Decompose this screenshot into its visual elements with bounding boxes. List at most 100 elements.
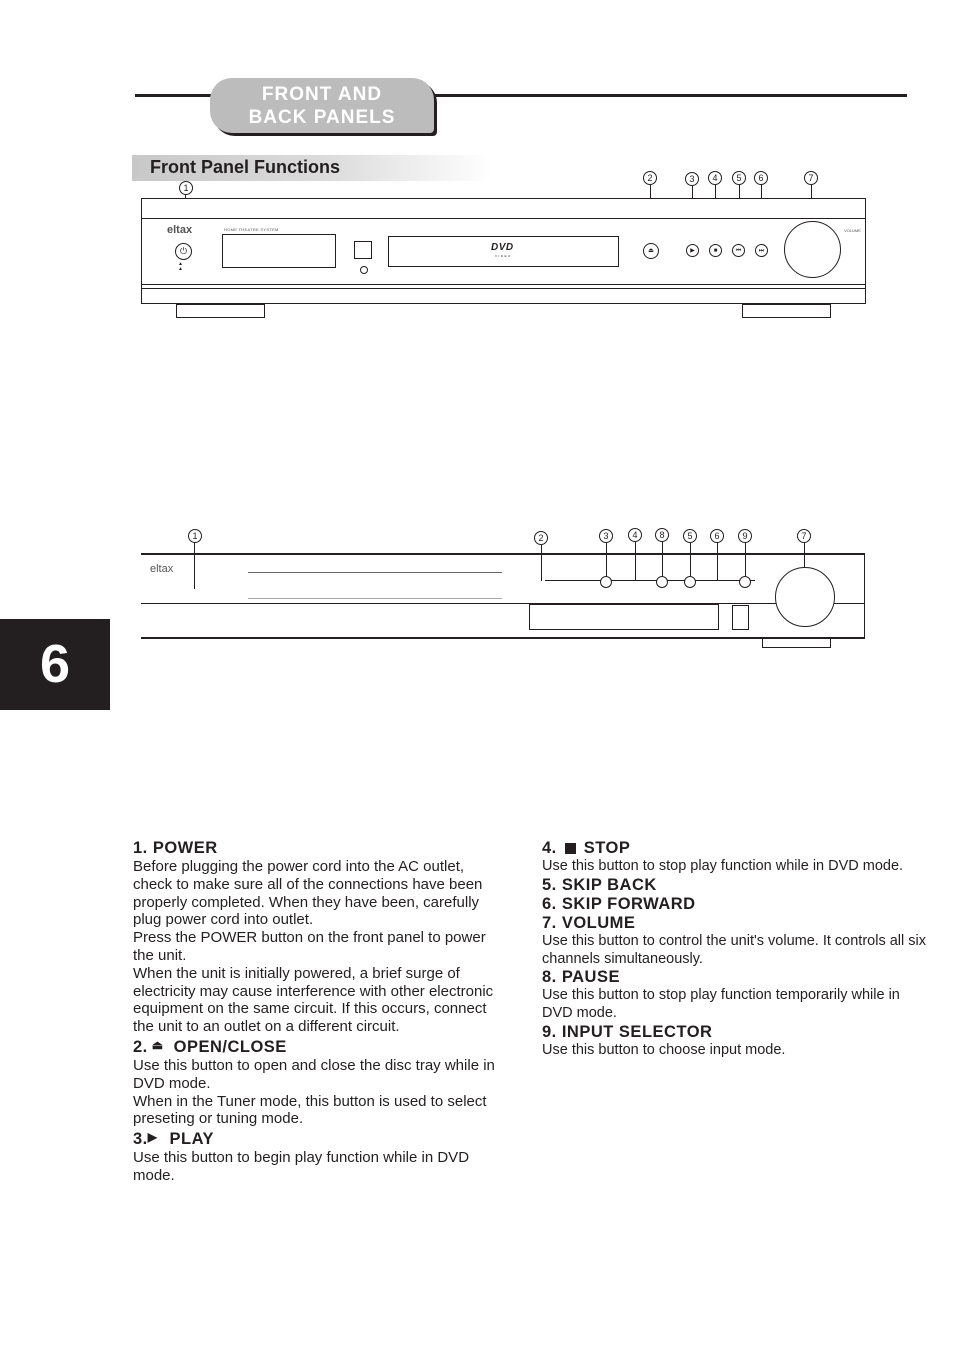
chapter-number-tab: 6 bbox=[0, 619, 110, 710]
panel-foot-left bbox=[176, 304, 265, 318]
pause-button[interactable] bbox=[656, 576, 668, 588]
play-button[interactable]: ▶ bbox=[686, 244, 699, 257]
open-close-button[interactable]: ⏏ bbox=[643, 243, 659, 259]
callout-6: 6 bbox=[754, 171, 768, 185]
callout-4: 4 bbox=[708, 171, 722, 185]
power-text: When the unit is initially powered, a br… bbox=[133, 964, 494, 1036]
panel-foot bbox=[762, 638, 831, 648]
panel-foot-right bbox=[742, 304, 831, 318]
stop-icon: ■ bbox=[713, 248, 718, 254]
header-rule bbox=[135, 94, 907, 97]
page-title: FRONT AND BACK PANELS bbox=[210, 78, 434, 133]
leader-line bbox=[541, 545, 542, 581]
functions-right-column: 4.STOP Use this button to stop play func… bbox=[542, 839, 927, 1060]
callout-6: 6 bbox=[710, 529, 724, 543]
play-text: Use this button to begin play function w… bbox=[133, 1149, 470, 1184]
panel-line bbox=[141, 603, 865, 604]
indicator-led bbox=[360, 266, 368, 274]
callout-7: 7 bbox=[804, 171, 818, 185]
power-button[interactable]: ⏻ bbox=[175, 243, 192, 260]
callout-9: 9 bbox=[738, 529, 752, 543]
skip-forward-icon: ⏭ bbox=[758, 248, 765, 254]
open-close-text: When in the Tuner mode, this button is u… bbox=[133, 1092, 487, 1128]
eject-icon: ⏏ bbox=[648, 248, 654, 254]
panel-edge bbox=[864, 553, 865, 639]
standby-indicator-icon: ▲▲ bbox=[178, 261, 183, 272]
open-close-button[interactable] bbox=[600, 576, 612, 588]
skip-back-icon: ⏮ bbox=[735, 248, 742, 254]
callout-3: 3 bbox=[685, 172, 699, 186]
pause-heading: 8. PAUSE bbox=[542, 968, 620, 987]
disc-tray bbox=[388, 236, 619, 267]
panel-line bbox=[141, 288, 866, 289]
power-icon: ⏻ bbox=[179, 246, 188, 256]
disc-tray bbox=[529, 604, 719, 630]
button-strip bbox=[545, 580, 755, 581]
dvd-logo-sub: VIDEO bbox=[495, 254, 512, 258]
leader-line bbox=[606, 543, 607, 576]
skip-forward-button[interactable]: ⏭ bbox=[755, 244, 768, 257]
leader-line bbox=[717, 543, 718, 581]
callout-4: 4 bbox=[628, 528, 642, 542]
skip-back-heading: 5. SKIP BACK bbox=[542, 875, 657, 894]
volume-heading: 7. VOLUME bbox=[542, 913, 636, 932]
panel-trim bbox=[248, 598, 502, 599]
dvd-logo: DVD bbox=[491, 242, 514, 253]
input-selector-text: Use this button to choose input mode. bbox=[542, 1041, 786, 1058]
stop-icon bbox=[564, 843, 576, 854]
panel-line bbox=[141, 284, 866, 285]
front-display-window bbox=[222, 234, 336, 268]
callout-3: 3 bbox=[599, 529, 613, 543]
callout-5: 5 bbox=[683, 529, 697, 543]
play-icon: ▶ bbox=[147, 1130, 158, 1145]
callout-2: 2 bbox=[643, 171, 657, 185]
leader-line bbox=[690, 543, 691, 576]
front-model-text: HOME THEATRE SYSTEM bbox=[224, 227, 279, 232]
callout-7: 7 bbox=[797, 529, 811, 543]
functions-left-column: 1. POWER Before plugging the power cord … bbox=[133, 839, 503, 1185]
input-selector-button[interactable] bbox=[739, 576, 751, 588]
power-text: Press the POWER button on the front pane… bbox=[133, 929, 486, 964]
panel-line bbox=[141, 553, 865, 555]
leader-line bbox=[662, 542, 663, 576]
open-close-text: Use this button to open and close the di… bbox=[133, 1056, 495, 1092]
play-button[interactable] bbox=[684, 576, 696, 588]
section-heading-bar: Front Panel Functions bbox=[132, 155, 492, 181]
page-title-line1: FRONT AND bbox=[261, 84, 383, 105]
volume-label: VOLUME bbox=[844, 228, 861, 233]
power-text: Before plugging the power cord into the … bbox=[133, 858, 483, 929]
ir-sensor bbox=[354, 241, 372, 259]
section-heading: Front Panel Functions bbox=[150, 157, 341, 177]
volume-text: Use this button to control the unit's vo… bbox=[542, 932, 926, 967]
callout-1: 1 bbox=[188, 529, 202, 543]
panel-line bbox=[141, 637, 865, 639]
eject-icon: ⏏ bbox=[151, 1037, 164, 1052]
volume-knob[interactable] bbox=[784, 221, 841, 278]
front-brand-logo: eltax bbox=[167, 224, 193, 236]
ir-sensor bbox=[732, 605, 749, 630]
open-close-heading: 2.⏏OPEN/CLOSE bbox=[133, 1037, 287, 1056]
play-heading: 3.▶PLAY bbox=[133, 1130, 214, 1149]
stop-heading: 4.STOP bbox=[542, 839, 631, 857]
stop-text: Use this button to stop play function wh… bbox=[542, 858, 904, 874]
stop-button[interactable]: ■ bbox=[709, 244, 722, 257]
skip-back-button[interactable]: ⏮ bbox=[732, 244, 745, 257]
leader-line bbox=[745, 543, 746, 576]
callout-5: 5 bbox=[732, 171, 746, 185]
callout-1: 1 bbox=[179, 181, 193, 195]
leader-line bbox=[804, 543, 805, 568]
callout-2: 2 bbox=[534, 531, 548, 545]
back-brand-logo: eltax bbox=[150, 563, 174, 575]
callout-8: 8 bbox=[655, 528, 669, 542]
panel-trim bbox=[248, 572, 502, 573]
play-icon: ▶ bbox=[690, 248, 695, 254]
leader-line bbox=[194, 543, 195, 589]
leader-line bbox=[635, 542, 636, 580]
panel-line bbox=[141, 218, 866, 219]
volume-knob[interactable] bbox=[775, 567, 835, 627]
power-heading: 1. POWER bbox=[133, 839, 218, 857]
skip-forward-heading: 6. SKIP FORWARD bbox=[542, 894, 696, 913]
pause-text: Use this button to stop play function te… bbox=[542, 987, 900, 1022]
page-title-line2: BACK PANELS bbox=[248, 107, 396, 128]
input-selector-heading: 9. INPUT SELECTOR bbox=[542, 1022, 713, 1041]
